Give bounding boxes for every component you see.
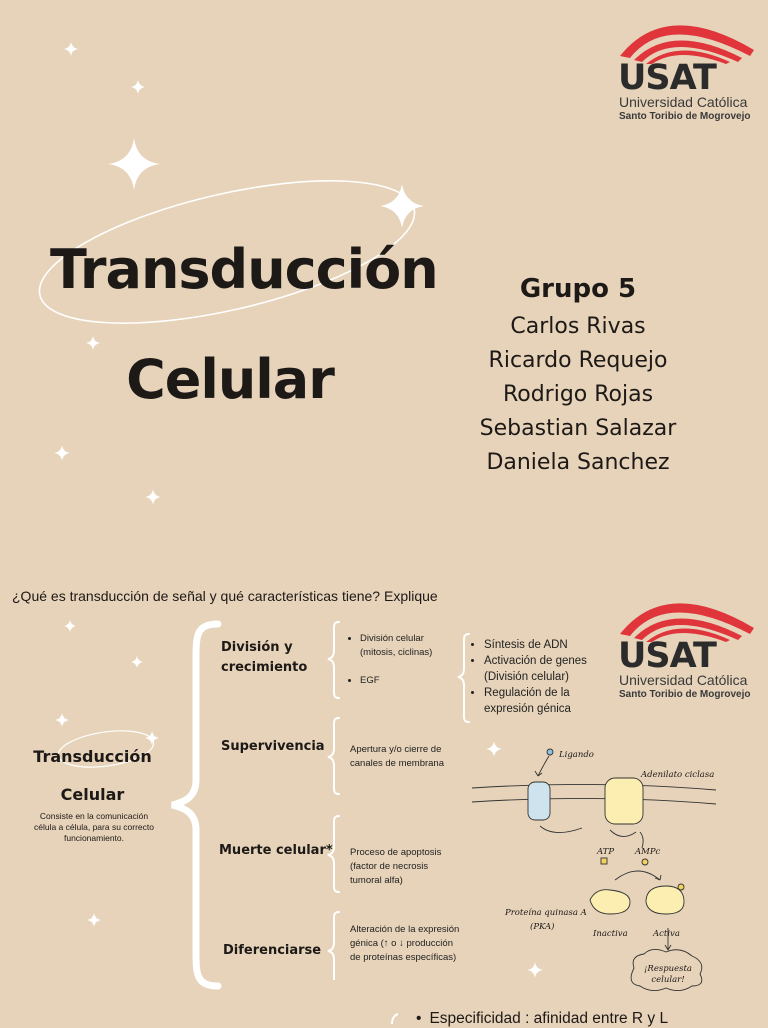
logo-line-1: Universidad Católica	[619, 94, 748, 110]
label-camp: AMPc	[635, 847, 661, 857]
sparkle-icon	[86, 336, 100, 350]
division-list: División celular(mitosis, ciclinas) EGF	[348, 632, 458, 702]
logo-line-2: Santo Toribio de Mogrovejo	[619, 111, 751, 122]
main-brace	[171, 620, 222, 990]
member-name: Sebastian Salazar	[479, 416, 677, 441]
sparkle-icon	[55, 713, 69, 727]
label-pka: Proteína quinasa A	[505, 908, 587, 918]
title-slide: Transducción Celular Grupo 5 Carlos Riva…	[38, 8, 763, 505]
label-enzyme: Adenilato ciclasa	[641, 770, 715, 780]
center-title: Transducción Celular	[20, 738, 165, 814]
label-inactive: Inactiva	[593, 929, 628, 939]
bottom-bullet: •Especificidad : afinidad entre R y L	[416, 1010, 669, 1027]
sub-brace	[457, 633, 470, 723]
list-item: EGF	[360, 674, 458, 688]
sparkle-icon	[145, 489, 161, 505]
partial-brace	[391, 1013, 399, 1024]
sparkle-icon	[131, 656, 143, 668]
logo-line-1: Universidad Católica	[619, 672, 748, 688]
group-title: Grupo 5	[519, 274, 637, 304]
label-active: Activa	[653, 929, 680, 939]
logo-name: USAT	[618, 636, 717, 676]
sparkle-icon	[486, 741, 502, 757]
center-description: Consiste en la comunicación célula a cél…	[33, 811, 154, 843]
logo-arcs-icon	[620, 603, 754, 642]
content-slide: ¿Qué es transducción de señal y qué cara…	[0, 580, 768, 1027]
list-item: Activación de genes(División celular)	[484, 653, 610, 685]
diagram-drawing	[471, 748, 717, 991]
branch-death: Muerte celular*	[219, 843, 333, 858]
sparkle-icon	[87, 913, 101, 927]
label-pka-abbrev: (PKA)	[530, 922, 555, 932]
sparkle-icon	[380, 184, 424, 228]
usat-logo: USAT Universidad Católica Santo Toribio …	[618, 586, 763, 706]
logo-arcs-icon	[620, 25, 754, 64]
logo-name: USAT	[618, 58, 717, 98]
page-title: Transducción Celular	[50, 215, 439, 435]
title-line-2: Celular	[126, 348, 335, 411]
branch-label: crecimiento	[221, 660, 308, 675]
question-text: ¿Qué es transducción de señal y qué cara…	[12, 588, 438, 604]
center-title-line-1: Transducción	[33, 747, 152, 766]
member-name: Carlos Rivas	[510, 314, 646, 339]
branch-label: División y	[221, 640, 293, 655]
member-name: Rodrigo Rojas	[502, 382, 654, 407]
signaling-diagram: Ligando Adenilato ciclasa ATP AMPc Prote…	[470, 740, 720, 1010]
list-item: Síntesis de ADN	[484, 637, 610, 653]
label-atp: ATP	[597, 847, 615, 857]
title-line-1: Transducción	[50, 238, 439, 301]
sparkle-icon	[64, 42, 78, 56]
usat-logo: USAT Universidad Católica Santo Toribio …	[618, 8, 763, 128]
division-sub-list: Síntesis de ADN Activación de genes(Divi…	[470, 637, 610, 717]
branch-division: División y crecimiento	[221, 638, 307, 678]
branch-differentiation: Diferenciarse	[223, 943, 322, 958]
title-ellipse	[38, 180, 416, 324]
sparkle-icon	[108, 138, 160, 190]
member-name: Daniela Sanchez	[486, 450, 670, 475]
list-item: División celular(mitosis, ciclinas)	[360, 632, 458, 660]
center-ellipse	[57, 730, 155, 768]
sparkle-icon	[64, 620, 76, 632]
label-ligand: Ligando	[559, 750, 594, 760]
center-title-line-2: Celular	[60, 785, 125, 804]
sparkle-icon	[54, 445, 70, 461]
sparkle-icon	[527, 962, 543, 978]
branch-survival: Supervivencia	[221, 739, 325, 754]
member-name: Ricardo Requejo	[488, 348, 668, 373]
bottom-bullet-text: Especificidad : afinidad entre R y L	[429, 1010, 669, 1027]
group-members: Grupo 5 Carlos Rivas Ricardo Requejo Rod…	[460, 268, 696, 480]
small-braces	[327, 621, 340, 980]
sparkle-icon	[131, 80, 145, 94]
logo-line-2: Santo Toribio de Mogrovejo	[619, 689, 751, 700]
